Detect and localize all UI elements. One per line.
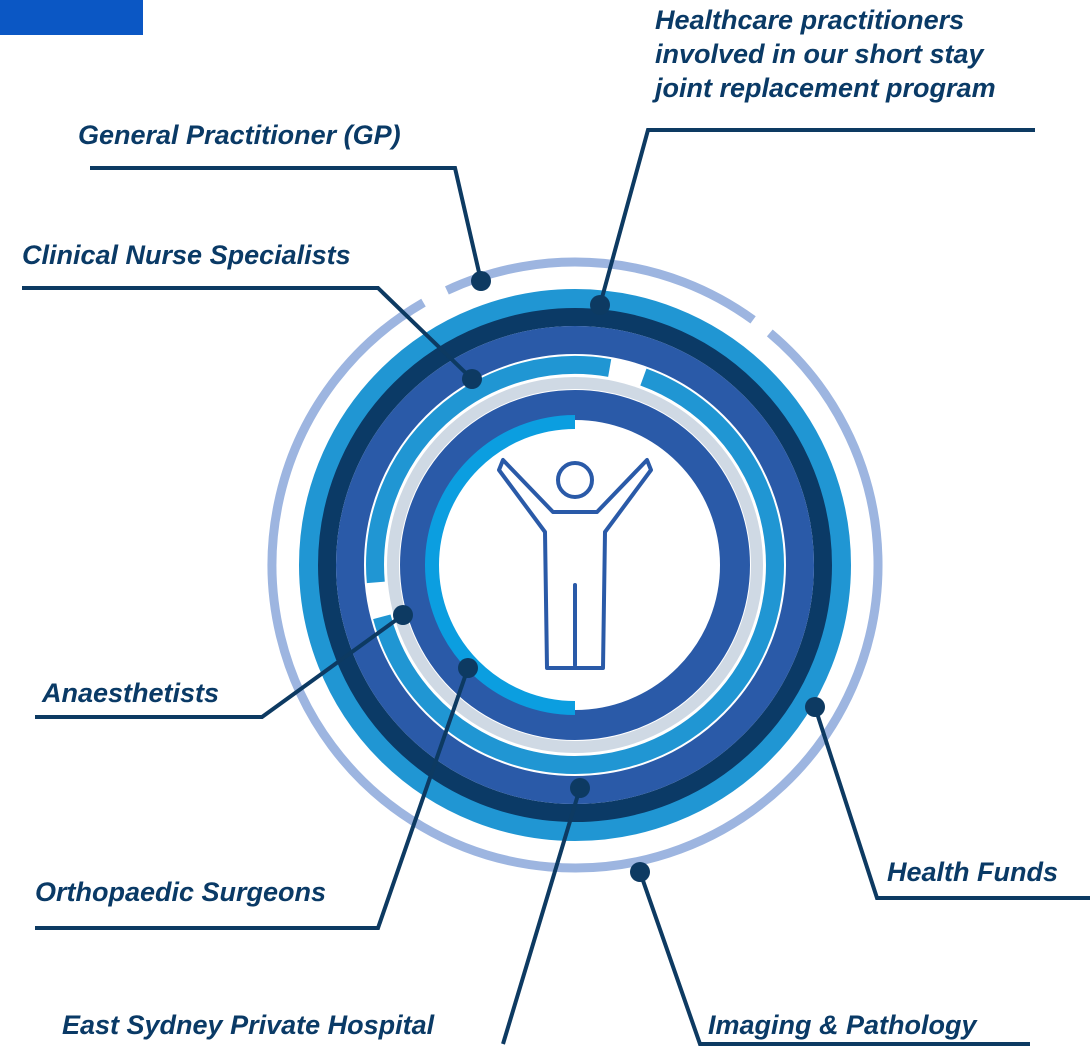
dot-orthopaedic [458, 658, 478, 678]
title-line: involved in our short stay [655, 39, 984, 69]
dot-gp [471, 271, 491, 291]
label-anaesthetists: Anaesthetists [42, 678, 220, 708]
dot-clinical [462, 369, 482, 389]
dot-healthfunds [805, 697, 825, 717]
ring-surgeon-royal [400, 390, 750, 740]
connector-anaesthetists [35, 613, 405, 719]
dot-anaesthetists [393, 605, 413, 625]
accent-block [0, 0, 143, 35]
ring-cyan-arc [425, 415, 576, 715]
ring-hospital-navy [318, 308, 832, 822]
title-line: joint replacement program [655, 73, 996, 103]
connector-imaging [638, 871, 1030, 1046]
diagram-title: Healthcare practitioners involved in our… [655, 3, 996, 105]
connector-clinical [22, 286, 474, 381]
connector-group [22, 128, 1090, 1046]
dot-hospital [570, 778, 590, 798]
connector-healthcare [598, 128, 1035, 306]
connector-hospital [501, 787, 582, 1045]
dot-imaging [630, 862, 650, 882]
label-clinical-nurse: Clinical Nurse Specialists [22, 240, 351, 270]
label-health-funds: Health Funds [887, 857, 1059, 887]
label-gp: General Practitioner (GP) [78, 120, 401, 150]
dot-group [393, 271, 825, 882]
ring-group [267, 257, 883, 873]
ring-healthcare-sky [299, 289, 851, 841]
person-arms-raised-icon [497, 458, 653, 670]
ring-anaesthetist-silver [387, 377, 763, 753]
ring-nurse-sky-arc [366, 355, 784, 774]
label-imaging: Imaging & Pathology [708, 1010, 977, 1040]
connector-orthopaedic [35, 667, 470, 930]
label-hospital: East Sydney Private Hospital [62, 1010, 435, 1040]
connector-healthfunds [813, 706, 1090, 900]
dot-healthcare [590, 295, 610, 315]
connector-gp [90, 166, 483, 282]
title-line: Healthcare practitioners [655, 5, 965, 35]
label-orthopaedic: Orthopaedic Surgeons [35, 877, 327, 907]
